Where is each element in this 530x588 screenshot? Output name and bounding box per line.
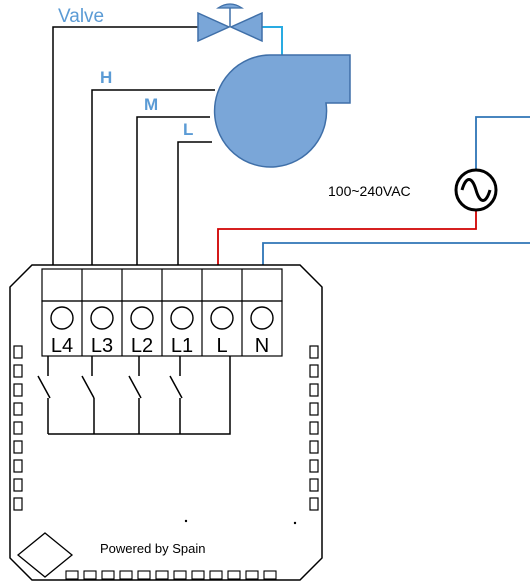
- side-pins-right: [309, 345, 319, 511]
- wire-neutral: [262, 242, 530, 265]
- wire-speed-low: [177, 141, 212, 265]
- terminal-label-l2: L2: [131, 335, 153, 357]
- valve-label: Valve: [58, 6, 104, 27]
- terminal-label-l1: L1: [171, 335, 193, 357]
- wire-live: [217, 210, 477, 265]
- wire-valve-return: [262, 26, 283, 55]
- valve-icon: [197, 3, 263, 43]
- wire-speed-medium: [136, 116, 210, 265]
- screw-l4: [50, 306, 74, 330]
- wire-source-top: [475, 116, 530, 170]
- marker-dot: [184, 519, 188, 523]
- supply-voltage-label: 100~240VAC: [328, 183, 411, 199]
- ac-source-icon: [454, 168, 498, 212]
- brand-label: Powered by Spain: [100, 541, 206, 556]
- wires: [52, 26, 530, 265]
- screw-n: [250, 306, 274, 330]
- speed-medium-label: M: [144, 95, 158, 114]
- terminal-screws: [50, 306, 274, 330]
- terminal-block: [41, 268, 283, 357]
- screw-l: [210, 306, 234, 330]
- speed-high-label: H: [100, 68, 112, 87]
- terminal-label-l4: L4: [51, 335, 73, 357]
- terminal-label-l: L: [216, 335, 227, 357]
- speed-low-label: L: [183, 120, 193, 139]
- relay-switches: [37, 356, 231, 435]
- screw-l3: [90, 306, 114, 330]
- screw-l1: [170, 306, 194, 330]
- terminal-label-l3: L3: [91, 335, 113, 357]
- side-pins-bottom: [65, 570, 277, 580]
- brand-logo-icon: [16, 532, 74, 578]
- wire-speed-high: [91, 89, 215, 265]
- marker-dot: [293, 521, 297, 525]
- terminal-label-n: N: [255, 335, 269, 357]
- centrifugal-fan-icon: [213, 54, 351, 168]
- side-pins-left: [13, 345, 23, 511]
- wire-valve-l4: [52, 26, 198, 265]
- module-body: L4 L3 L2 L1 L N: [9, 264, 323, 581]
- screw-l2: [130, 306, 154, 330]
